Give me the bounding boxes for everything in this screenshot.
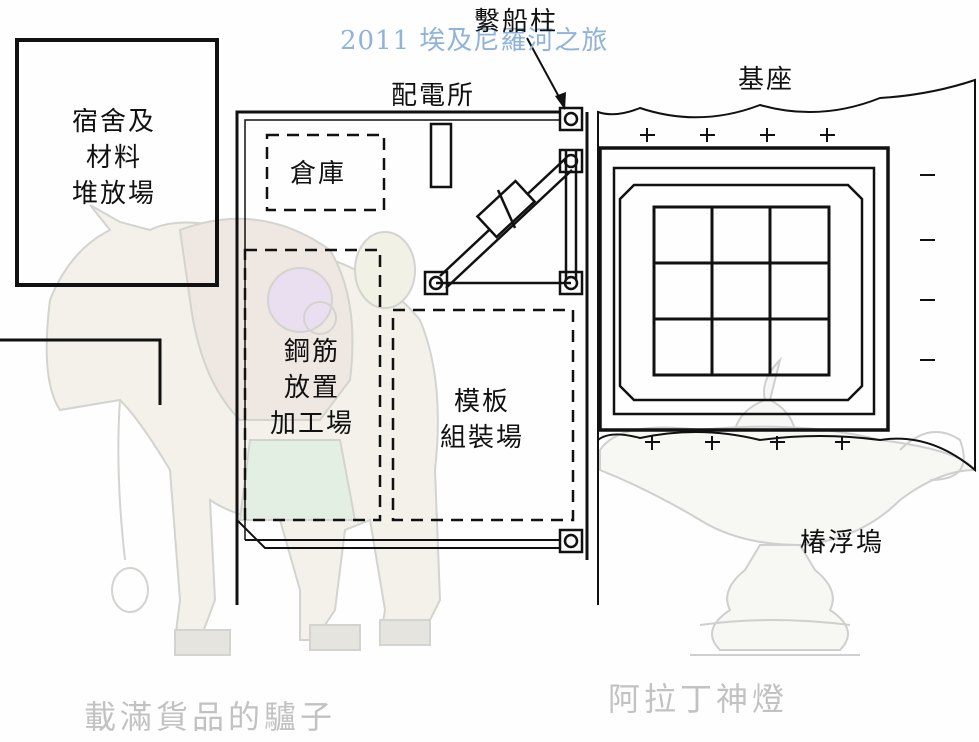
site-corner-curve (236, 519, 560, 549)
warehouse-box (265, 133, 386, 212)
floating-dock-outline (597, 78, 976, 473)
watermark-title: 2011 埃及尼羅河之旅 (340, 26, 609, 56)
substation-box (429, 122, 453, 189)
formwork-yard-box (391, 308, 575, 522)
rebar-yard-box (243, 248, 382, 522)
label-base: 基座 (738, 65, 795, 95)
label-dormitory-yard: 宿舍及 材料 堆放場 (72, 107, 157, 209)
label-warehouse: 倉庫 (290, 159, 347, 189)
caisson-base-middle (612, 166, 876, 416)
label-power-substation: 配電所 (391, 81, 476, 111)
aladdin-lamp-illustration (599, 356, 978, 656)
dormitory-yard-box (15, 38, 219, 287)
label-floating-dock: 椿浮塢 (800, 528, 885, 558)
left-boundary-line (0, 338, 162, 405)
watermark-donkey-caption: 載滿貨品的驢子 (84, 698, 337, 736)
site-boundary (235, 110, 560, 605)
watermark-lamp-caption: 阿拉丁神燈 (608, 680, 789, 718)
caisson-grid (652, 205, 831, 377)
dock-anchor-marks (640, 128, 935, 450)
label-mooring-bollard: 繫船柱 (474, 7, 559, 37)
donkey-illustration (45, 204, 442, 656)
caisson-base-outer (598, 146, 890, 432)
label-formwork-yard: 模板 組裝場 (440, 387, 525, 453)
bollard-leader-arrow (526, 37, 566, 110)
mooring-bollards (423, 106, 584, 554)
crane-arm (436, 150, 578, 289)
label-rebar-yard: 鋼筋 放置 加工場 (270, 337, 355, 439)
caisson-base-inner (618, 183, 864, 402)
